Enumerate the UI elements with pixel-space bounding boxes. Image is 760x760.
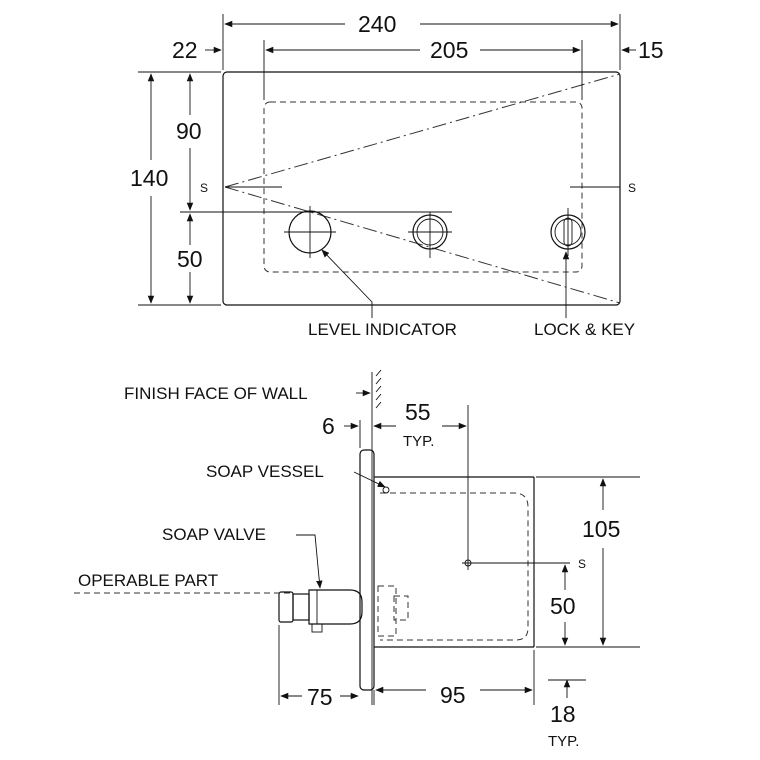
soap-valve-icon (278, 589, 363, 633)
push-button-icon (408, 212, 452, 258)
side-section-mark: S (578, 557, 586, 571)
section-mark-left: S (200, 181, 208, 195)
dim-center-offset-note: TYP. (403, 433, 434, 450)
level-indicator-leader (321, 249, 373, 318)
dim-lower-height: 50 (177, 246, 203, 272)
dim-inner-width: 205 (430, 37, 468, 63)
side-view: FINISH FACE OF WALL S OPERABLE PART (74, 369, 640, 750)
dim-wall-gap: 6 (322, 413, 335, 439)
level-indicator-label: LEVEL INDICATOR (308, 320, 457, 339)
dim-projection: 75 (307, 684, 333, 710)
dim-right-offset: 15 (638, 37, 664, 63)
soap-valve-leader (296, 534, 323, 589)
finish-face-label: FINISH FACE OF WALL (124, 384, 308, 403)
soap-vessel-dashed (380, 492, 529, 641)
dim-overall-width: 240 (358, 11, 396, 37)
soap-vessel-leader (353, 471, 386, 488)
level-indicator-icon (284, 206, 336, 258)
dim-overall-height: 140 (130, 165, 168, 191)
operable-part-label: OPERABLE PART (78, 571, 218, 590)
dim-upper-height: 90 (176, 118, 202, 144)
section-line-upper (224, 73, 621, 188)
top-inner-dashed (263, 101, 583, 273)
lock-key-label: LOCK & KEY (534, 320, 635, 339)
dim-flange-note: TYP. (548, 733, 579, 750)
lock-key-icon (550, 208, 586, 256)
dim-left-offset: 22 (172, 37, 198, 63)
dim-depth: 95 (440, 682, 466, 708)
dim-center-offset: 55 (405, 399, 431, 425)
section-mark-right: S (628, 181, 636, 195)
soap-valve-label: SOAP VALVE (162, 525, 266, 544)
section-line-lower (224, 186, 621, 304)
dim-flange: 18 (550, 701, 576, 727)
dim-height: 105 (582, 516, 620, 542)
top-view: S S 240 (130, 11, 664, 339)
flange-plate (359, 449, 375, 691)
wall-hatch (375, 369, 382, 409)
dim-center-height: 50 (550, 593, 576, 619)
soap-vessel-label: SOAP VESSEL (206, 462, 324, 481)
top-plate-outline (222, 71, 621, 306)
